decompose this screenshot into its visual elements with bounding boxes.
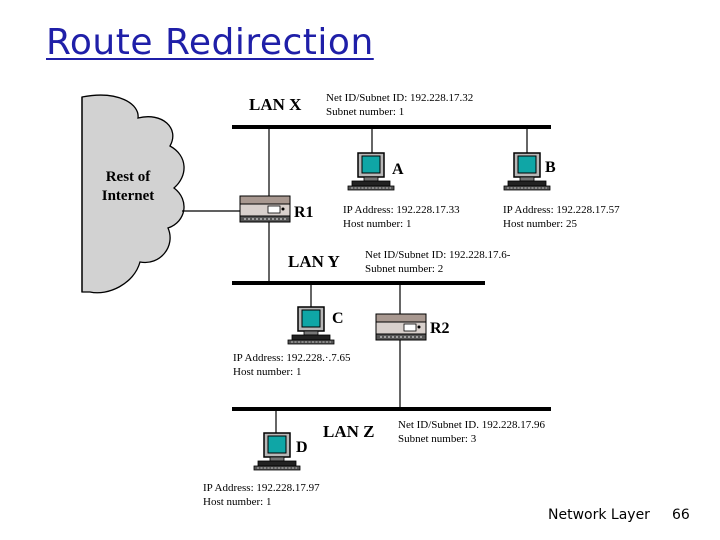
cloud-label-line2: Internet bbox=[102, 188, 155, 204]
lan-y-net-id: Net ID/Subnet ID: 192.228.17.6- bbox=[365, 249, 511, 261]
host-d-computer-icon bbox=[253, 432, 301, 471]
host-c-host-number: Host number: 1 bbox=[233, 366, 301, 378]
router-r2-label: R2 bbox=[430, 320, 450, 337]
host-c-computer-icon bbox=[287, 306, 335, 345]
lan-y-subnet: Subnet number: 2 bbox=[365, 263, 443, 275]
internet-cloud bbox=[81, 94, 185, 294]
footer-section-label: Network Layer bbox=[548, 507, 650, 523]
host-b-label: B bbox=[545, 159, 556, 176]
cloud-label-line1: Rest of bbox=[106, 169, 152, 185]
lan-z-label: LAN Z bbox=[323, 422, 374, 441]
router-r1-label: R1 bbox=[294, 204, 314, 221]
lan-y-label: LAN Y bbox=[288, 252, 340, 271]
slide-title: Route Redirection bbox=[46, 22, 374, 63]
lan-x-subnet: Subnet number: 1 bbox=[326, 106, 404, 118]
host-d-label: D bbox=[296, 439, 308, 456]
router-r2-icon bbox=[375, 313, 427, 341]
lan-z-subnet: Subnet number: 3 bbox=[398, 433, 477, 445]
host-a-label: A bbox=[392, 161, 404, 178]
lan-x-label: LAN X bbox=[249, 95, 302, 114]
host-d-host-number: Host number: 1 bbox=[203, 496, 271, 508]
host-c-label: C bbox=[332, 310, 344, 327]
host-b-computer-icon bbox=[503, 152, 551, 191]
router-r1-icon bbox=[239, 195, 291, 223]
host-d-ip: IP Address: 192.228.17.97 bbox=[203, 482, 320, 494]
host-a-ip: IP Address: 192.228.17.33 bbox=[343, 204, 460, 216]
host-c-ip: IP Address: 192.228.·.7.65 bbox=[233, 352, 351, 364]
host-a-computer-icon bbox=[347, 152, 395, 191]
host-a-host-number: Host number: 1 bbox=[343, 218, 411, 230]
host-b-host-number: Host number: 25 bbox=[503, 218, 577, 230]
host-b-ip: IP Address: 192.228.17.57 bbox=[503, 204, 620, 216]
lan-x-net-id: Net ID/Subnet ID: 192.228.17.32 bbox=[326, 92, 473, 104]
page-number: 66 bbox=[672, 507, 690, 523]
lan-z-net-id: Net ID/Subnet ID. 192.228.17.96 bbox=[398, 419, 545, 431]
